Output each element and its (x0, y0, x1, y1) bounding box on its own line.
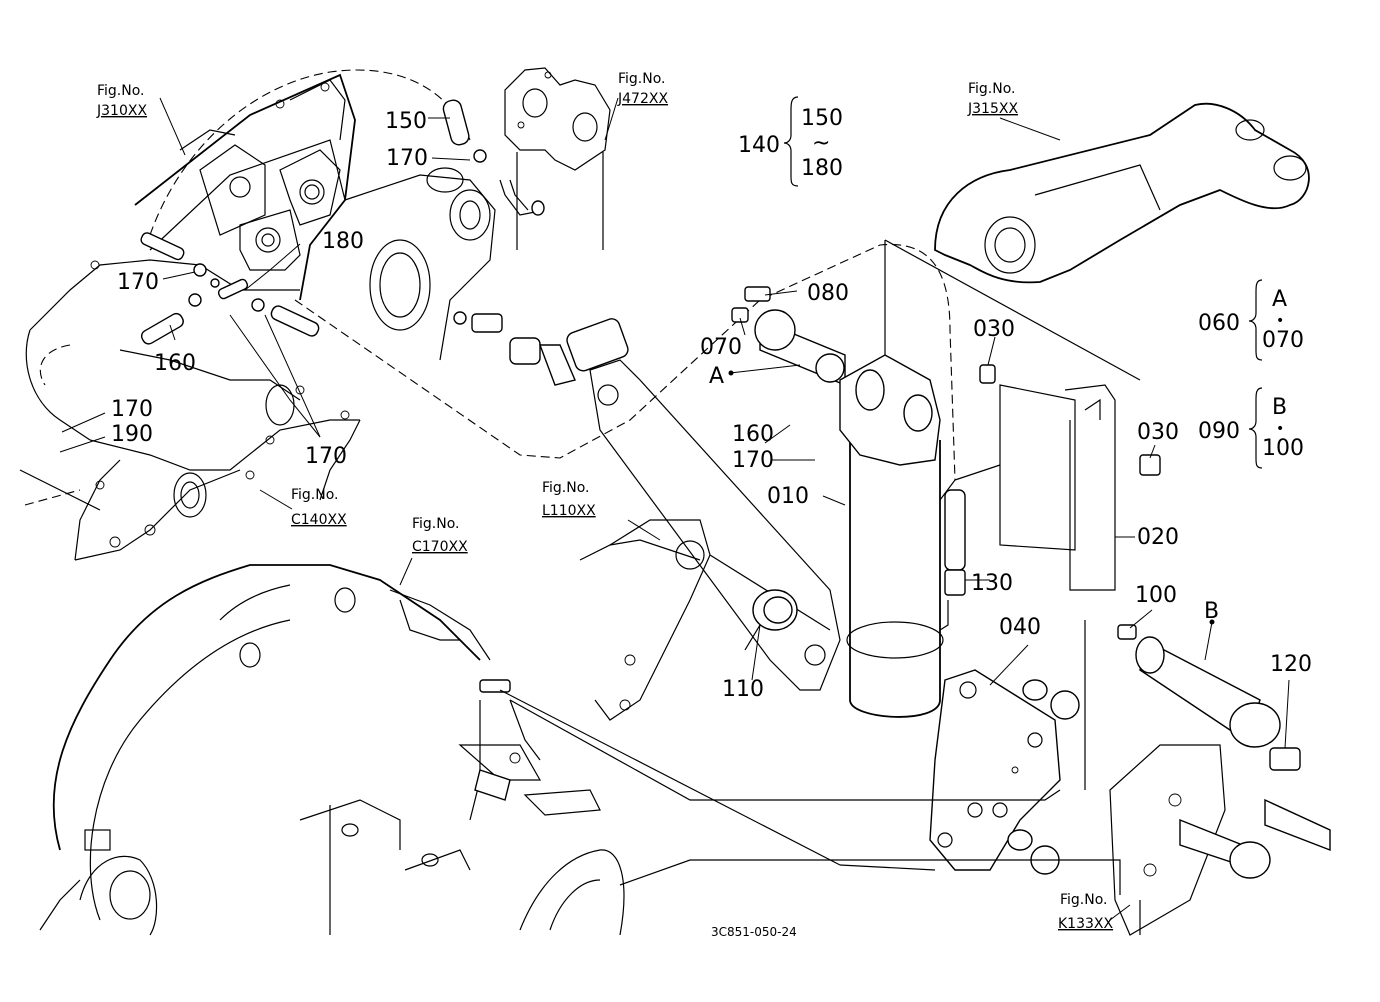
fig-ref-line1: Fig.No. (542, 480, 590, 496)
part-label-070: 070 (700, 335, 742, 360)
part-label-130: 130 (971, 571, 1013, 596)
fig-ref-line1: Fig.No. (1060, 892, 1108, 908)
kit-060-id: 060 (1198, 311, 1240, 336)
fig-ref-line1: Fig.No. (412, 516, 460, 532)
fig-ref-line2: K133XX (1058, 916, 1113, 932)
kit-090-top: B (1272, 395, 1287, 420)
kit-140-id: 140 (738, 133, 780, 158)
kit-060: 060 A • 070 (1198, 279, 1304, 361)
callout-a: A (709, 364, 724, 389)
kit-060-top: A (1272, 287, 1287, 312)
part-label-010: 010 (767, 484, 809, 509)
kit-090-bottom: 100 (1262, 436, 1304, 461)
kit-140-top: 150 (801, 106, 843, 131)
part-label-190: 190 (111, 422, 153, 447)
fig-ref-line2: C170XX (412, 539, 468, 555)
fig-ref-k133xx: Fig.No. K133XX (1058, 892, 1113, 932)
fig-ref-line1: Fig.No. (97, 83, 145, 99)
line-art (19, 67, 1331, 936)
kit-060-bottom: 070 (1262, 328, 1304, 353)
kit-090-dot: • (1276, 421, 1284, 437)
part-label-110: 110 (722, 677, 764, 702)
part-label-180: 180 (322, 229, 364, 254)
kit-090-id: 090 (1198, 419, 1240, 444)
kit-140: 140 150 ~ 180 (738, 96, 843, 187)
part-label-170: 170 (386, 146, 428, 171)
fig-ref-line2: C140XX (291, 512, 347, 528)
callouts: A B (709, 364, 1219, 624)
kit-060-dot: • (1276, 313, 1284, 329)
fig-ref-line1: Fig.No. (291, 487, 339, 503)
part-labels: 150 170 180 170 160 170 190 170 080 070 … (111, 109, 1312, 702)
part-label-160: 160 (154, 351, 196, 376)
part-label-120: 120 (1270, 652, 1312, 677)
fig-ref-line2: J315XX (967, 101, 1018, 117)
fig-ref-line2: J472XX (617, 91, 668, 107)
fig-ref-j472xx: Fig.No. J472XX (617, 71, 668, 107)
part-label-170: 170 (732, 448, 774, 473)
kit-140-tilde: ~ (812, 131, 830, 156)
leader-lines (59, 97, 1290, 921)
diagram-code: 3C851-050-24 (711, 925, 797, 939)
part-label-170: 170 (111, 397, 153, 422)
part-label-170: 170 (117, 270, 159, 295)
fig-ref-j310xx: Fig.No. J310XX (96, 83, 147, 119)
fig-ref-c170xx: Fig.No. C170XX (412, 516, 468, 555)
fig-ref-line2: L110XX (542, 503, 596, 519)
kit-090: 090 B • 100 (1198, 387, 1304, 469)
part-label-100: 100 (1135, 583, 1177, 608)
part-label-150: 150 (385, 109, 427, 134)
part-label-080: 080 (807, 281, 849, 306)
part-label-030: 030 (973, 317, 1015, 342)
part-label-030: 030 (1137, 420, 1179, 445)
part-label-020: 020 (1137, 525, 1179, 550)
part-label-170: 170 (305, 444, 347, 469)
part-label-160: 160 (732, 422, 774, 447)
kit-140-bottom: 180 (801, 156, 843, 181)
fig-ref-j315xx: Fig.No. J315XX (967, 81, 1018, 117)
fig-ref-line1: Fig.No. (968, 81, 1016, 97)
part-label-040: 040 (999, 615, 1041, 640)
fig-ref-l110xx: Fig.No. L110XX (542, 480, 596, 519)
fig-ref-line2: J310XX (96, 103, 147, 119)
fig-ref-c140xx: Fig.No. C140XX (291, 487, 347, 528)
fig-ref-line1: Fig.No. (618, 71, 666, 87)
callout-b: B (1204, 599, 1219, 624)
